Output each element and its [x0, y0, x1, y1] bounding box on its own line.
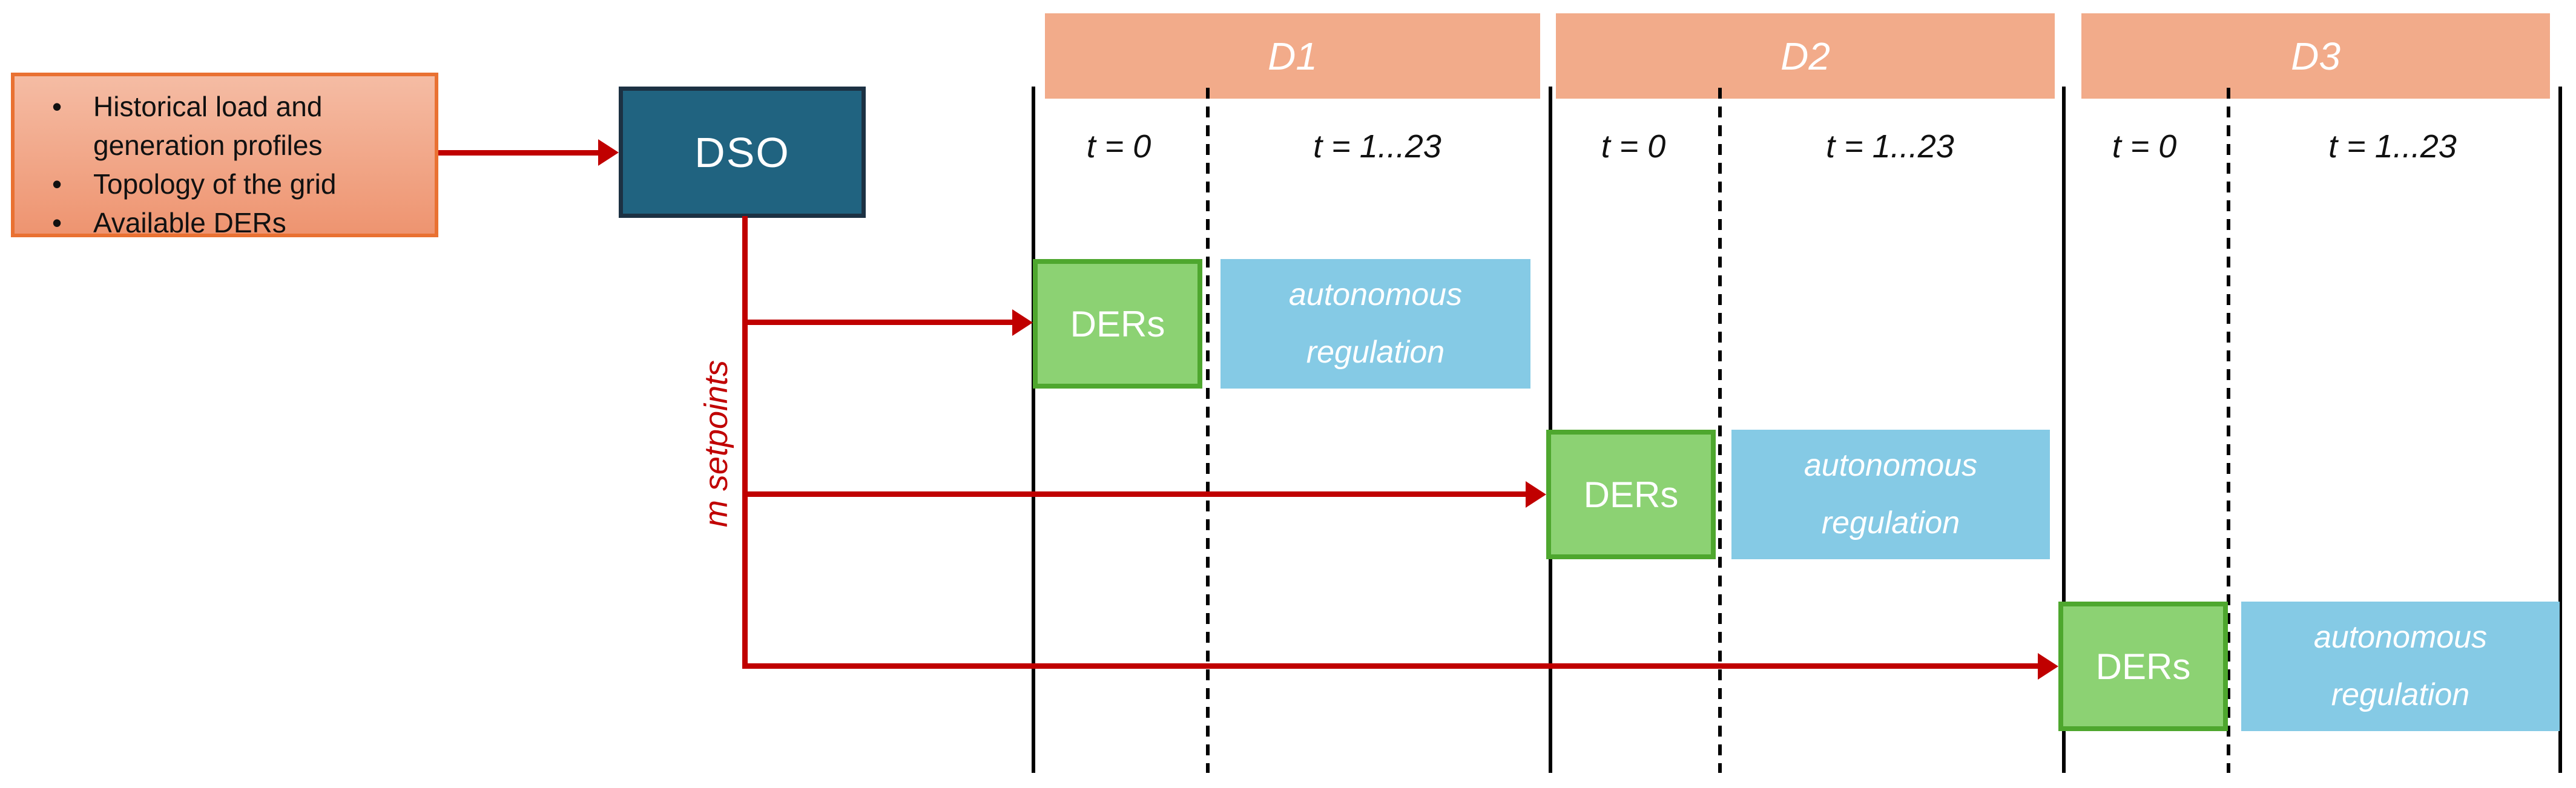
day-label: D3	[2291, 34, 2340, 78]
list-item: Historical load and generation profiles	[21, 87, 429, 165]
day-label: D1	[1268, 34, 1317, 78]
input-data-box: Historical load and generation profiles …	[11, 73, 438, 238]
bullet-item-text: Available DERs	[93, 207, 286, 238]
day-label: D2	[1780, 34, 1830, 78]
setpoint-arrow-line-d3	[745, 663, 2038, 669]
bullet-item-text: Historical load and generation profiles	[93, 91, 323, 161]
timeline-solid-line	[1032, 87, 1035, 773]
ders-box-d1: DERs	[1033, 259, 1202, 389]
trest-label-d3: t = 1...23	[2253, 125, 2532, 168]
regulation-box-d1: autonomous regulation	[1220, 259, 1530, 389]
t0-text: t = 0	[2112, 128, 2177, 165]
regulation-label: autonomous regulation	[1804, 448, 1978, 540]
dso-box: DSO	[619, 87, 866, 218]
regulation-box-d2: autonomous regulation	[1731, 430, 2050, 559]
t0-label-d2: t = 0	[1561, 125, 1706, 168]
trest-text: t = 1...23	[1826, 128, 1954, 165]
t0-text: t = 0	[1601, 128, 1666, 165]
timeline-solid-line	[2062, 87, 2066, 773]
ders-label: DERs	[2095, 646, 2191, 687]
arrowhead-icon	[1012, 309, 1033, 336]
t0-text: t = 0	[1086, 128, 1151, 165]
bullet-item-text: Topology of the grid	[93, 168, 337, 200]
t0-label-d1: t = 0	[1046, 125, 1191, 168]
setpoints-label: m setpoints	[698, 317, 734, 571]
t0-label-d3: t = 0	[2072, 125, 2217, 168]
dso-lifeline	[742, 216, 748, 669]
day-header-d1: D1	[1045, 13, 1540, 99]
timeline-dotted-line	[2227, 88, 2230, 773]
regulation-label: autonomous regulation	[2313, 620, 2488, 712]
setpoint-arrow-line-d1	[745, 320, 1012, 325]
ders-label: DERs	[1070, 303, 1165, 344]
ders-box-d2: DERs	[1546, 430, 1716, 559]
ders-box-d3: DERs	[2058, 602, 2228, 731]
arrowhead-icon	[2038, 653, 2058, 680]
timeline-solid-line	[2558, 87, 2562, 773]
setpoints-label-text: m setpoints	[698, 360, 734, 528]
timeline-dotted-line	[1206, 88, 1210, 773]
ders-label: DERs	[1583, 474, 1679, 515]
regulation-label: autonomous regulation	[1288, 277, 1463, 370]
list-item: Topology of the grid	[21, 165, 429, 203]
day-header-d3: D3	[2081, 13, 2550, 99]
day-header-d2: D2	[1556, 13, 2055, 99]
regulation-box-d3: autonomous regulation	[2241, 602, 2560, 731]
trest-label-d1: t = 1...23	[1238, 125, 1517, 168]
trest-label-d2: t = 1...23	[1751, 125, 2029, 168]
dso-label: DSO	[694, 128, 790, 176]
timeline-dotted-line	[1718, 88, 1722, 773]
input-to-dso-arrow-line	[438, 150, 598, 156]
arrowhead-icon	[1526, 481, 1546, 508]
trest-text: t = 1...23	[2328, 128, 2457, 165]
trest-text: t = 1...23	[1313, 128, 1441, 165]
setpoint-arrow-line-d2	[745, 491, 1526, 497]
list-item: Available DERs	[21, 203, 429, 242]
arrowhead-icon	[598, 139, 619, 166]
